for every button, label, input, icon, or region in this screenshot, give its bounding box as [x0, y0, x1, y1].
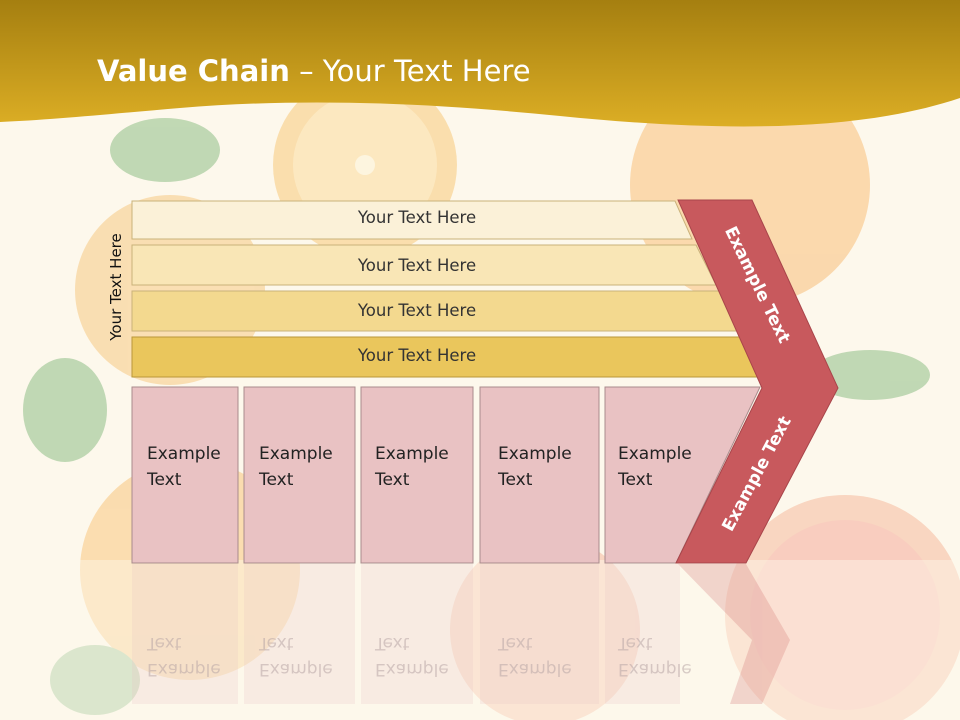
column-1-shape	[131, 386, 239, 564]
side-label: Your Text Here	[107, 233, 125, 341]
column-4-label: Example Text	[498, 444, 572, 490]
column-2-label: Example Text	[259, 444, 333, 490]
header-band	[0, 0, 960, 127]
grapefruit-bottom	[450, 535, 640, 720]
column-3-label: Example Text	[375, 444, 449, 490]
row-2-label: Your Text Here	[357, 256, 477, 275]
row-3-label: Your Text Here	[357, 301, 477, 320]
chevron-reflection	[678, 564, 790, 704]
mint-leaf-1	[110, 118, 220, 182]
mint-leaf-3	[810, 350, 930, 400]
slide-title: Value Chain – Your Text Here	[97, 54, 531, 88]
row-4-label: Your Text Here	[357, 346, 477, 365]
column-reflection	[132, 564, 238, 704]
chevron-arrow	[675, 199, 839, 564]
column-2-reflection-label: Example Text	[259, 633, 333, 679]
row-1-shape	[131, 200, 693, 240]
mint-leaf-4	[50, 645, 140, 715]
column-reflection	[244, 564, 355, 704]
column-4-reflection-label: Example Text	[498, 633, 572, 679]
mint-leaf-2	[23, 358, 107, 462]
column-1-label: Example Text	[147, 444, 221, 490]
column-reflection	[480, 564, 599, 704]
row-1-label: Your Text Here	[357, 208, 477, 227]
column-reflection	[605, 564, 680, 704]
title-bold: Value Chain	[97, 54, 290, 88]
column-5-label: Example Text	[618, 444, 692, 490]
column-reflection	[361, 564, 473, 704]
column-2-shape	[243, 386, 356, 564]
grapefruit-right	[725, 495, 960, 720]
column-4-shape	[479, 386, 600, 564]
column-3-reflection-label: Example Text	[375, 633, 449, 679]
column-5-reflection-label: Example Text	[618, 633, 692, 679]
column-3-shape	[360, 386, 474, 564]
title-rest: – Your Text Here	[289, 54, 531, 88]
column-1-reflection-label: Example Text	[147, 633, 221, 679]
